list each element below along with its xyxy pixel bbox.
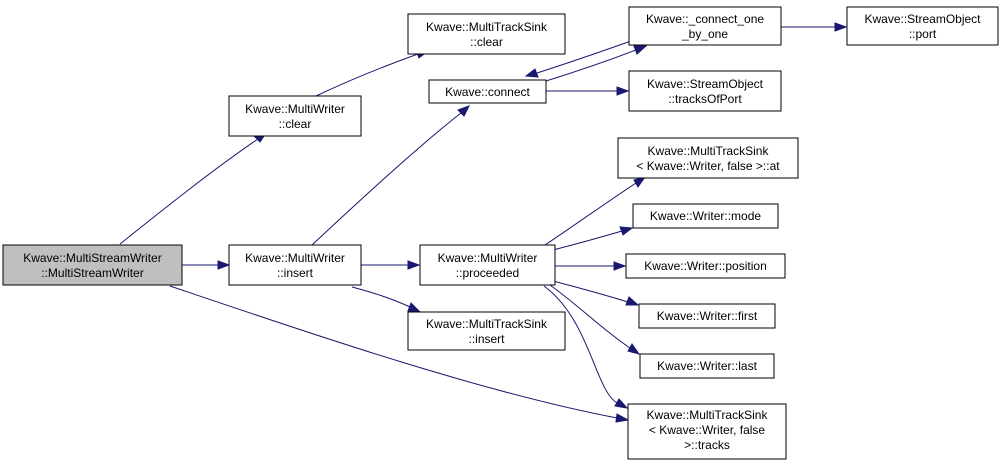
node-mts-insert-line1: Kwave::MultiTrackSink (426, 317, 548, 331)
node-mw-proceeded-line2: ::proceeded (456, 266, 519, 280)
node-mw-insert-line2: ::insert (277, 266, 314, 280)
edge-msw-ctor-to-mw-clear (119, 132, 268, 245)
node-mw-proceeded-line1: Kwave::MultiWriter (438, 251, 538, 265)
edge-proceeded-to-w-mode (552, 226, 634, 251)
edge-proceeded-to-w-position (555, 261, 627, 271)
node-w-position-line1: Kwave::Writer::position (644, 259, 767, 273)
edge-connect-one-to-so-port (781, 22, 848, 32)
edge-proceeded-to-mts-at (544, 176, 647, 246)
node-msw-ctor-line1: Kwave::MultiStreamWriter (23, 251, 161, 265)
node-so-tracks[interactable]: Kwave::StreamObject ::tracksOfPort (628, 70, 782, 112)
node-so-port-line1: Kwave::StreamObject (864, 12, 981, 26)
node-msw-ctor[interactable]: Kwave::MultiStreamWriter ::MultiStreamWr… (2, 244, 183, 286)
node-mw-proceeded[interactable]: Kwave::MultiWriter ::proceeded (419, 244, 556, 286)
node-mts-at-line1: Kwave::MultiTrackSink (648, 144, 770, 158)
edge-connect-to-connect-one (545, 45, 648, 82)
edge-connect-one-to-connect (524, 40, 632, 78)
edge-proceeded-to-mts-tracks (543, 285, 629, 409)
node-so-port-line2: ::port (909, 27, 937, 41)
node-mts-insert[interactable]: Kwave::MultiTrackSink ::insert (407, 311, 566, 351)
edge-mw-insert-to-mts-insert (351, 286, 422, 313)
node-msw-ctor-line2: ::MultiStreamWriter (41, 266, 143, 280)
node-mts-tracks-line2: < Kwave::Writer, false (649, 423, 765, 437)
node-mts-tracks-line3: >::tracks (684, 438, 730, 452)
node-mts-clear[interactable]: Kwave::MultiTrackSink ::clear (407, 13, 566, 55)
edge-proceeded-to-w-last (549, 284, 641, 355)
node-w-first-line1: Kwave::Writer::first (657, 309, 758, 323)
edge-mw-clear-to-mts-clear (315, 49, 430, 97)
node-mts-at-line2: < Kwave::Writer, false >::at (636, 159, 780, 173)
node-mw-insert[interactable]: Kwave::MultiWriter ::insert (228, 244, 362, 286)
node-connect-line1: Kwave::connect (445, 85, 530, 99)
edge-mw-insert-to-connect (311, 105, 471, 246)
node-w-last-line1: Kwave::Writer::last (657, 359, 757, 373)
node-connect-one-line1: Kwave::_connect_one (646, 12, 764, 26)
edge-connect-to-so-tracks (546, 86, 630, 96)
node-mts-insert-line2: ::insert (468, 332, 505, 346)
node-mts-tracks[interactable]: Kwave::MultiTrackSink < Kwave::Writer, f… (627, 403, 787, 460)
node-connect[interactable]: Kwave::connect (428, 79, 547, 104)
node-w-mode[interactable]: Kwave::Writer::mode (632, 203, 779, 229)
node-w-position[interactable]: Kwave::Writer::position (625, 253, 786, 279)
node-mw-insert-line1: Kwave::MultiWriter (245, 251, 345, 265)
node-mts-tracks-line1: Kwave::MultiTrackSink (647, 408, 769, 422)
node-so-port[interactable]: Kwave::StreamObject ::port (846, 6, 999, 46)
node-so-tracks-line1: Kwave::StreamObject (647, 77, 764, 91)
node-connect-one-line2: _by_one (681, 27, 728, 41)
node-mts-at[interactable]: Kwave::MultiTrackSink < Kwave::Writer, f… (617, 137, 799, 179)
node-mw-clear[interactable]: Kwave::MultiWriter ::clear (228, 95, 362, 137)
node-so-tracks-line2: ::tracksOfPort (668, 92, 742, 106)
node-w-first[interactable]: Kwave::Writer::first (638, 303, 776, 329)
node-connect-one[interactable]: Kwave::_connect_one _by_one (628, 6, 782, 46)
node-mw-clear-line2: ::clear (279, 117, 312, 131)
edge-proceeded-to-w-first (552, 280, 640, 306)
edge-msw-ctor-to-mts-tracks (169, 285, 630, 423)
node-mts-clear-line2: ::clear (470, 35, 503, 49)
node-mts-clear-line1: Kwave::MultiTrackSink (426, 20, 548, 34)
edge-mw-insert-to-proceeded (361, 260, 421, 270)
edge-msw-ctor-to-mw-insert (182, 260, 231, 270)
node-w-mode-line1: Kwave::Writer::mode (650, 209, 761, 223)
node-mw-clear-line1: Kwave::MultiWriter (245, 102, 345, 116)
node-w-last[interactable]: Kwave::Writer::last (639, 353, 775, 379)
